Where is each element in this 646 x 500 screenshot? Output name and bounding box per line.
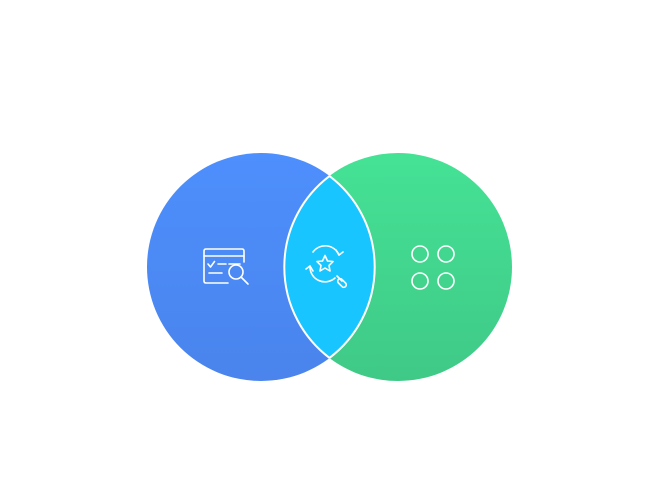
web-search-checklist-icon bbox=[203, 248, 249, 285]
intersection-outline bbox=[283, 175, 376, 359]
intersection-region bbox=[284, 153, 375, 381]
app-grid-icon bbox=[411, 245, 455, 290]
star-search-refresh-icon bbox=[305, 245, 348, 289]
